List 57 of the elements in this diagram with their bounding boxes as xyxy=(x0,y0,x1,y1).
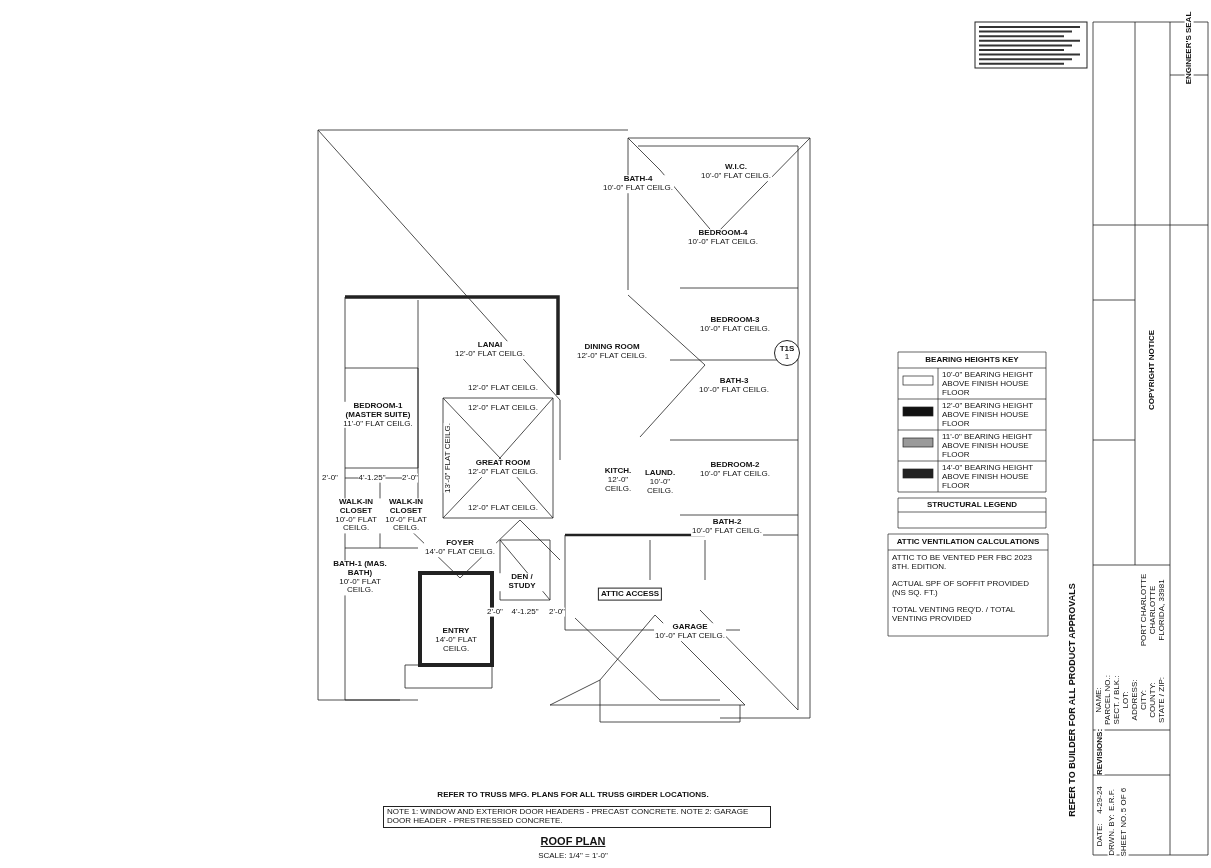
legend-text: 14'-0" BEARING HEIGHT ABOVE FINISH HOUSE FLOOR xyxy=(942,464,1034,491)
room-label: DINING ROOM 12'-0" FLAT CEILG. xyxy=(576,343,648,361)
field-label: DRWN. BY: xyxy=(1107,814,1117,856)
room-label: GARAGE 10'-0" FLAT CEILG. xyxy=(654,623,726,641)
scale-note: SCALE: 1/4" = 1'-0" xyxy=(538,851,608,861)
room-label: FOYER 14'-0" FLAT CEILG. xyxy=(424,539,496,557)
field-label: PARCEL NO.: xyxy=(1103,675,1113,725)
field-label: COUNTY: xyxy=(1148,682,1158,718)
field-label: DATE: xyxy=(1095,823,1105,847)
room-label: W.I.C. 10'-0" FLAT CEILG. xyxy=(700,163,772,181)
header-note: NOTE 1: WINDOW AND EXTERIOR DOOR HEADERS - PRECAST CONCRETE. NOTE 2: GARAGE DOOR HEADER - PRESTRESSED CONCRETE. xyxy=(383,806,771,828)
field-value: FLORIDA, 33981 xyxy=(1157,579,1167,641)
legend-heading: STRUCTURAL LEGEND xyxy=(926,500,1018,510)
room-label: BEDROOM-4 10'-0" FLAT CEILG. xyxy=(687,229,759,247)
dimension-text: 4'-1.25" xyxy=(358,473,386,483)
ceiling-note: 12'-0" FLAT CEILG. xyxy=(468,503,538,513)
section-callout: T1S 1 xyxy=(774,340,800,366)
legend-text: 12'-0" BEARING HEIGHT ABOVE FINISH HOUSE FLOOR xyxy=(942,402,1034,429)
room-label: BATH-2 10'-0" FLAT CEILG. xyxy=(691,518,763,536)
field-label: LOT: xyxy=(1121,691,1131,709)
room-label: BATH-4 10'-0" FLAT CEILG. xyxy=(602,175,674,193)
field-label: STATE / ZIP: xyxy=(1157,677,1167,723)
room-label: BEDROOM-2 10'-0" FLAT CEILG. xyxy=(699,461,771,479)
field-label: SECT. / BLK.: xyxy=(1112,675,1122,725)
field-value: PORT CHARLOTTE xyxy=(1139,573,1149,647)
room-label: DEN / STUDY xyxy=(498,573,546,591)
field-label: SHEET NO. xyxy=(1119,813,1129,857)
ceiling-note: 13'-0" FLAT CEILG. xyxy=(443,423,453,493)
dimension-text: 4'-1.25" xyxy=(511,607,539,617)
access-label: ATTIC ACCESS xyxy=(597,587,663,601)
field-value: 4-29-24 xyxy=(1095,786,1105,814)
dimension-text: 2'-0" xyxy=(487,607,503,617)
room-label: GREAT ROOM 12'-0" FLAT CEILG. xyxy=(467,459,539,477)
legend-text: 10'-0" BEARING HEIGHT ABOVE FINISH HOUSE FLOOR xyxy=(942,371,1034,398)
dimension-text: 2'-0" xyxy=(549,607,565,617)
dimension-text: 2'-0" xyxy=(402,473,418,483)
dimension-text: 2'-0" xyxy=(322,473,338,483)
field-value: CHARLOTTE xyxy=(1148,585,1158,635)
field-label: ADDRESS: xyxy=(1130,679,1140,721)
room-label: BATH-3 10'-0" FLAT CEILG. xyxy=(698,377,770,395)
room-label: LANAI 12'-0" FLAT CEILG. xyxy=(454,341,526,359)
field-value: E.R.F. xyxy=(1107,789,1117,811)
field-label: CITY: xyxy=(1139,690,1149,710)
ceiling-note: 12'-0" FLAT CEILG. xyxy=(468,383,538,393)
table-heading: ATTIC VENTILATION CALCULATIONS xyxy=(896,537,1040,547)
plan-title: ROOF PLAN xyxy=(540,834,606,848)
seal-heading: ENGINEER'S SEAL xyxy=(1184,11,1194,85)
ceiling-note: 12'-0" FLAT CEILG. xyxy=(468,403,538,413)
field-value: 5 OF 6 xyxy=(1119,787,1129,813)
legend-text: 11'-0" BEARING HEIGHT ABOVE FINISH HOUSE FLOOR xyxy=(942,433,1034,460)
legend-heading: BEARING HEIGHTS KEY xyxy=(925,355,1019,365)
revisions-heading: REVISIONS: xyxy=(1095,728,1105,776)
room-label: BEDROOM-3 10'-0" FLAT CEILG. xyxy=(699,316,771,334)
approval-note: REFER TO BUILDER FOR ALL PRODUCT APPROVALS xyxy=(1068,583,1078,817)
copyright-heading: COPYRIGHT NOTICE xyxy=(1147,330,1157,410)
plan-note: REFER TO TRUSS MFG. PLANS FOR ALL TRUSS GIRDER LOCATIONS. xyxy=(437,790,709,800)
field-label: NAME: xyxy=(1094,687,1104,713)
